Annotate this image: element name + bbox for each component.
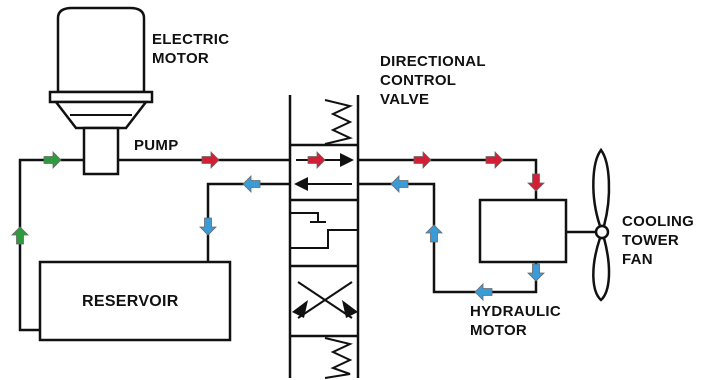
pump-label: PUMP	[134, 137, 179, 154]
pressure-arrow-4	[485, 151, 504, 169]
directional-control-valve-label: DIRECTIONAL CONTROL VALVE	[380, 52, 486, 109]
fan-blade-top	[592, 147, 611, 228]
flow-arrows	[11, 151, 545, 301]
return-line-motor	[358, 182, 538, 294]
pressure-arrow-3	[413, 151, 432, 169]
valve-spring-bottom	[324, 337, 354, 379]
electric-motor	[48, 6, 154, 176]
pressure-arrow-down	[527, 173, 545, 192]
pump-body	[82, 126, 120, 176]
return-arrow-up	[425, 224, 443, 243]
suction-arrow-up	[11, 226, 29, 245]
electric-motor-label: ELECTRIC MOTOR	[152, 30, 229, 68]
reservoir-box	[38, 260, 232, 342]
return-arrow-left-1	[242, 175, 261, 193]
electric-motor-label-line-2: MOTOR	[152, 50, 210, 67]
directional-control-valve	[288, 95, 360, 379]
return-arrow-down	[199, 217, 217, 236]
hydraulic-motor-label-line-1: HYDRAULIC	[470, 303, 562, 320]
dcv-label-line-3: VALVE	[380, 91, 430, 108]
return-arrow-left-2	[390, 175, 409, 193]
cooling-tower-fan-label: COOLING TOWER FAN	[622, 212, 694, 269]
return-arrow-motor-down	[527, 263, 545, 282]
reservoir-label: RESERVOIR	[82, 293, 179, 310]
cooling-fan	[592, 147, 611, 302]
hydraulic-motor-box	[478, 198, 568, 264]
valve-spring-top	[324, 99, 354, 145]
fan-blade-bottom	[592, 236, 611, 302]
cooling-tower-fan-label-line-1: COOLING	[622, 213, 695, 230]
pressure-arrow-2	[307, 151, 326, 169]
fan-hub	[594, 224, 610, 240]
return-line-reservoir	[206, 182, 290, 262]
return-arrow-motor-left	[474, 283, 493, 301]
cooling-tower-fan-label-line-3: FAN	[622, 251, 653, 268]
hydraulic-motor-label: HYDRAULIC MOTOR	[470, 302, 561, 340]
pressure-arrow-1	[201, 151, 220, 169]
electric-motor-label-line-1: ELECTRIC	[152, 31, 230, 48]
hydraulic-motor-label-line-2: MOTOR	[470, 322, 528, 339]
dcv-label-line-2: CONTROL	[380, 72, 457, 89]
dcv-label-line-1: DIRECTIONAL	[380, 53, 486, 70]
pressure-line-motor	[358, 158, 538, 200]
cooling-tower-fan-label-line-2: TOWER	[622, 232, 680, 249]
motor-flange	[48, 90, 154, 104]
motor-body	[56, 6, 146, 94]
suction-arrow-right	[43, 151, 62, 169]
